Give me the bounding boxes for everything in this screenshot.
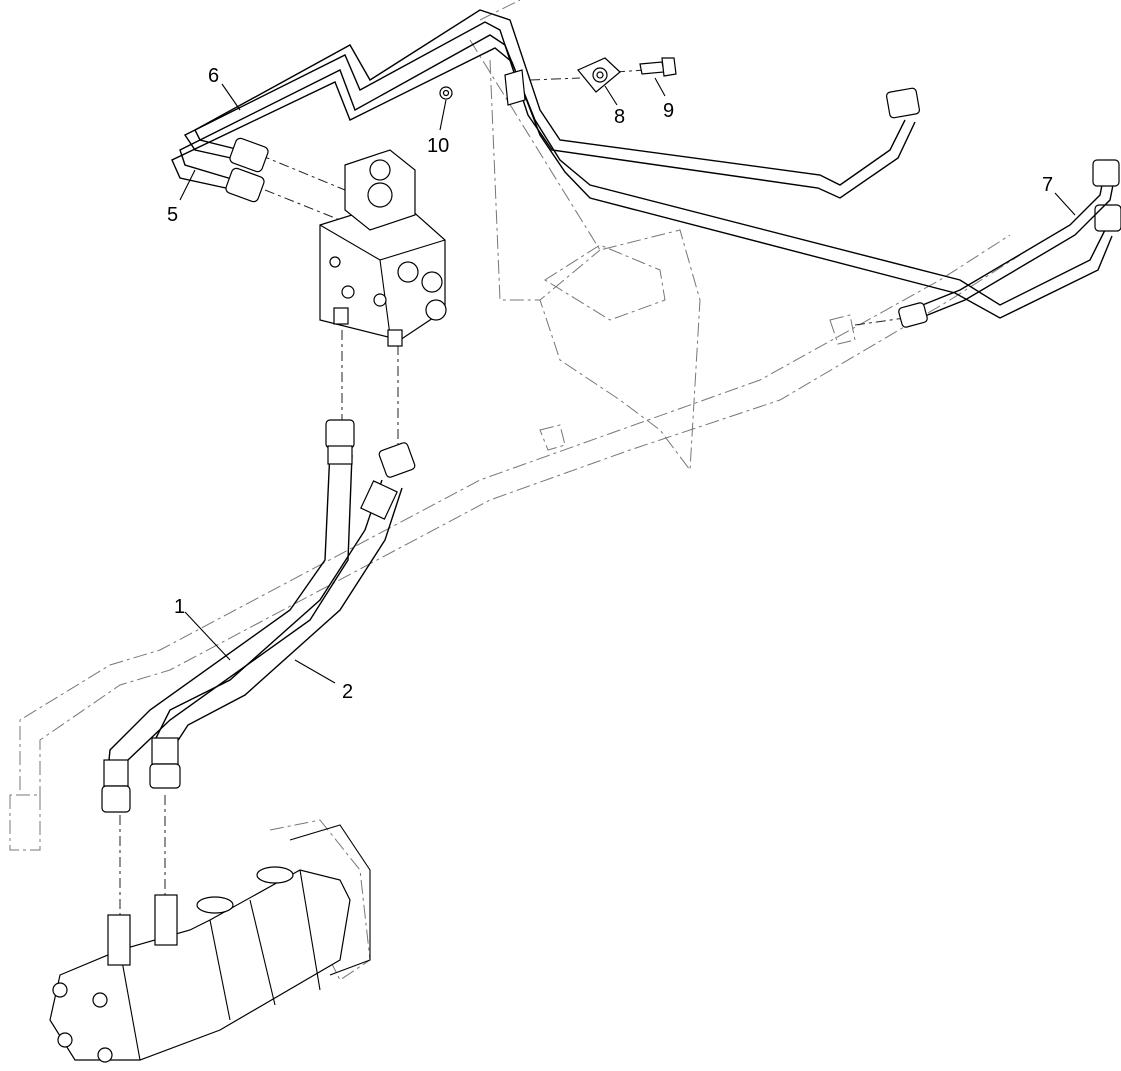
callout-7: 7 (1042, 174, 1053, 196)
callout-9: 9 (663, 100, 674, 122)
callout-2: 2 (342, 681, 353, 703)
leader-2 (294, 659, 336, 684)
hose-2-end-ferrule (151, 737, 179, 765)
callout-8: 8 (614, 106, 625, 128)
hose-1-ferrule (327, 445, 353, 465)
tube-5-fitting (225, 167, 265, 203)
tube-5-nut (1094, 204, 1121, 232)
callout-1: 1 (174, 596, 185, 618)
tube-6 (183, 9, 920, 199)
pump (49, 824, 371, 1063)
callout-5: 5 (167, 204, 178, 226)
tube-7 (898, 159, 1120, 328)
tube-6-fitting (229, 137, 269, 173)
pump-port-b (154, 894, 178, 946)
callout-6: 6 (208, 65, 219, 87)
valve-port-b (387, 329, 403, 347)
leader-9 (654, 77, 666, 97)
clamp-8 (577, 57, 621, 93)
leader-8 (604, 85, 618, 106)
tube-clip (504, 69, 526, 106)
hose-2-ferrule (360, 480, 398, 520)
leader-lines (179, 77, 1076, 684)
tube-7-nut (1092, 159, 1120, 187)
leader-6 (221, 83, 241, 111)
hose-1-end-ferrule (103, 759, 129, 787)
tube-5 (171, 34, 1121, 319)
callouts: 1 2 5 6 7 8 9 10 (167, 65, 1053, 703)
callout-10: 10 (427, 135, 449, 157)
valve-port-a (333, 307, 349, 325)
leader-10 (439, 99, 447, 131)
hose-1 (101, 419, 355, 813)
leader-7 (1054, 192, 1076, 216)
hose-1-nut (325, 419, 355, 449)
leader-1 (184, 611, 231, 661)
hose-2-nut (378, 442, 416, 478)
leader-5 (179, 169, 196, 201)
bolt-9 (639, 57, 677, 77)
hose-2-end-nut (149, 763, 181, 789)
pump-port-a (107, 914, 131, 966)
hose-2 (149, 442, 416, 789)
tube-7-fitting (898, 302, 928, 328)
hose-1-end-nut (101, 785, 131, 813)
tube-6-nut (886, 87, 920, 119)
washer-10 (439, 86, 453, 100)
frame-phantom (9, 0, 1021, 981)
valve-block (319, 149, 447, 347)
